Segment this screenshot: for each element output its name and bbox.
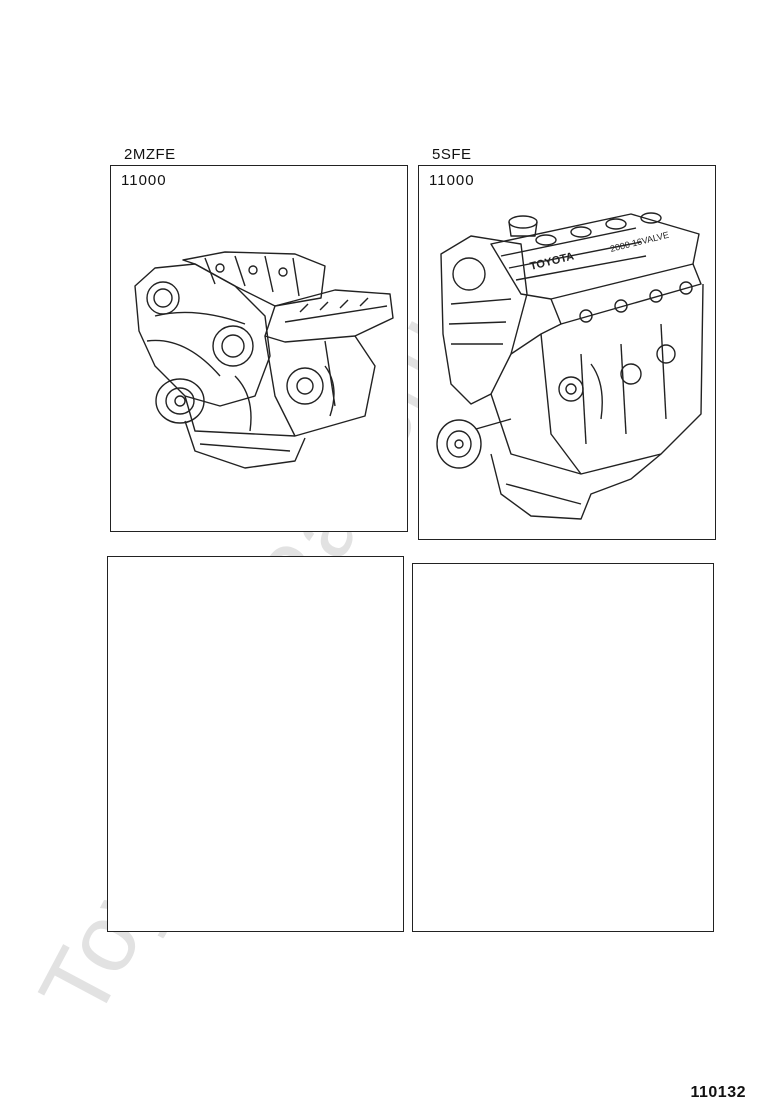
v6-engine-assembly-icon — [134, 251, 394, 469]
part-number-label[interactable]: 11000 — [121, 172, 167, 189]
part-panel-2mzfe[interactable]: 11000 — [110, 165, 408, 532]
engine-label-2mzfe: 2MZFE — [124, 146, 176, 163]
part-number-label[interactable]: 11000 — [429, 172, 475, 189]
valve-cover-model-text: 2000 16VALVE — [609, 230, 670, 254]
sheet-number: 110132 — [690, 1084, 746, 1101]
part-panel-empty-1 — [107, 556, 404, 932]
inline4-engine-assembly-icon: TOYOTA 2000 16VALVE — [436, 212, 704, 520]
engine-label-5sfe: 5SFE — [432, 146, 472, 163]
valve-cover-brand-text: TOYOTA — [529, 250, 575, 272]
part-panel-5sfe[interactable]: 11000 TOYOTA 2000 16VALVE — [418, 165, 716, 540]
part-panel-empty-2 — [412, 563, 714, 932]
